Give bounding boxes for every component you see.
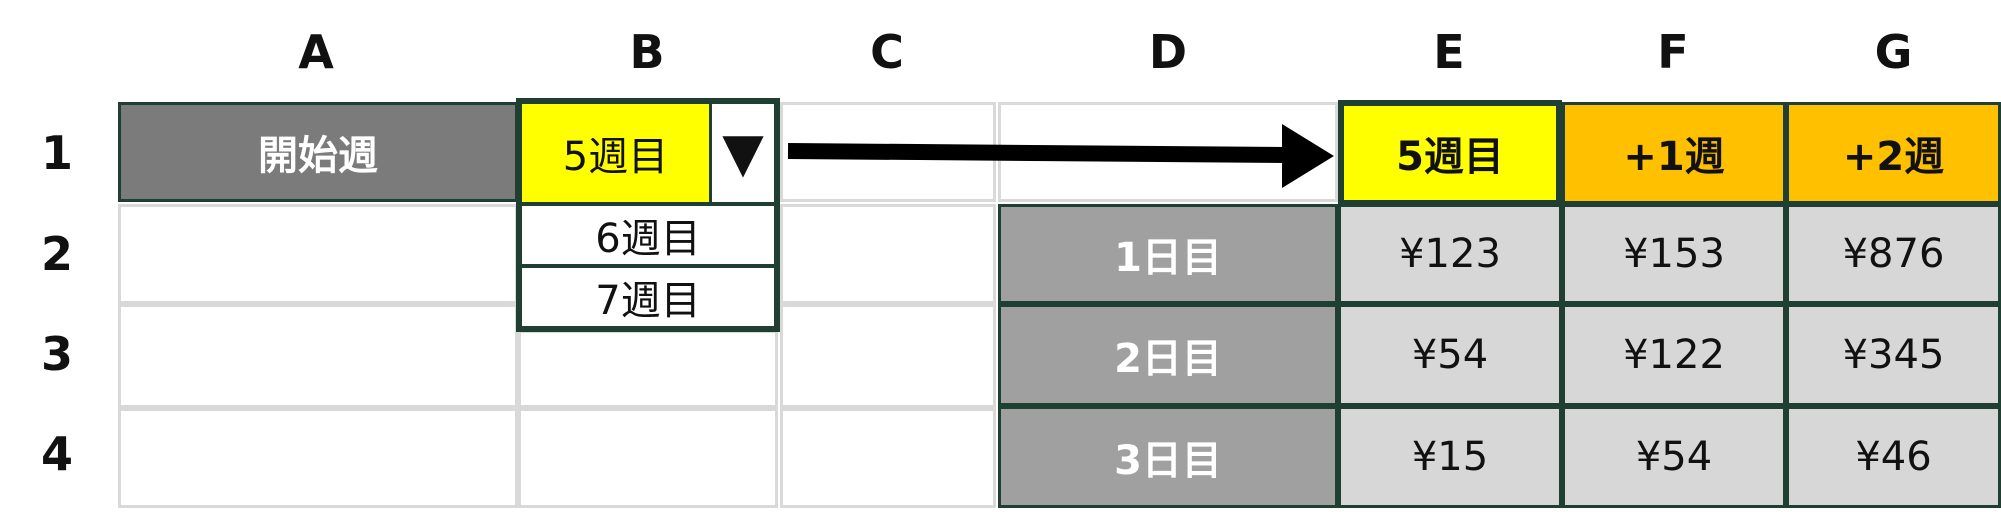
- value-cell-g3[interactable]: ¥345: [1786, 304, 2001, 406]
- value-cell-g2[interactable]: ¥876: [1786, 204, 2001, 304]
- dropdown-selected-value[interactable]: 5週目: [522, 104, 712, 202]
- cell-c2[interactable]: [780, 204, 996, 304]
- cell-c3[interactable]: [780, 304, 996, 408]
- cell-a3[interactable]: [118, 304, 518, 408]
- row-header-3[interactable]: 3: [40, 327, 73, 381]
- value-cell-e3[interactable]: ¥54: [1338, 304, 1562, 406]
- dropdown-option-7[interactable]: 7週目: [522, 264, 774, 326]
- column-header-d[interactable]: D: [1148, 25, 1188, 79]
- row-header-4[interactable]: 4: [40, 427, 73, 481]
- cell-b3[interactable]: [518, 330, 778, 408]
- value-cell-e2[interactable]: ¥123: [1338, 204, 1562, 304]
- start-week-label[interactable]: 開始週: [118, 102, 518, 202]
- value-cell-f2[interactable]: ¥153: [1562, 204, 1786, 304]
- week-dropdown[interactable]: 5週目 ▼ 6週目 7週目: [516, 98, 780, 332]
- dropdown-option-6[interactable]: 6週目: [522, 202, 774, 264]
- row-header-1[interactable]: 1: [40, 126, 73, 180]
- chevron-down-icon: ▼: [722, 121, 764, 184]
- week-header-plus-1[interactable]: +1週: [1562, 102, 1786, 204]
- row-header-2[interactable]: 2: [40, 227, 73, 281]
- week-header-current[interactable]: 5週目: [1338, 100, 1562, 206]
- column-header-e[interactable]: E: [1433, 25, 1465, 79]
- dropdown-arrow-button[interactable]: ▼: [712, 104, 774, 202]
- value-cell-f3[interactable]: ¥122: [1562, 304, 1786, 406]
- column-header-c[interactable]: C: [870, 25, 904, 79]
- cell-b4[interactable]: [518, 408, 778, 508]
- day-label-1[interactable]: 1日目: [998, 204, 1338, 304]
- week-header-plus-2[interactable]: +2週: [1786, 102, 2001, 204]
- column-header-b[interactable]: B: [629, 25, 665, 79]
- cell-c4[interactable]: [780, 408, 996, 508]
- day-label-3[interactable]: 3日目: [998, 406, 1338, 508]
- column-header-f[interactable]: F: [1657, 25, 1689, 79]
- value-cell-f4[interactable]: ¥54: [1562, 406, 1786, 508]
- value-cell-e4[interactable]: ¥15: [1338, 406, 1562, 508]
- value-cell-g4[interactable]: ¥46: [1786, 406, 2001, 508]
- day-label-2[interactable]: 2日目: [998, 304, 1338, 406]
- cell-a4[interactable]: [118, 408, 518, 508]
- column-header-g[interactable]: G: [1874, 25, 1913, 79]
- column-header-a[interactable]: A: [298, 25, 334, 79]
